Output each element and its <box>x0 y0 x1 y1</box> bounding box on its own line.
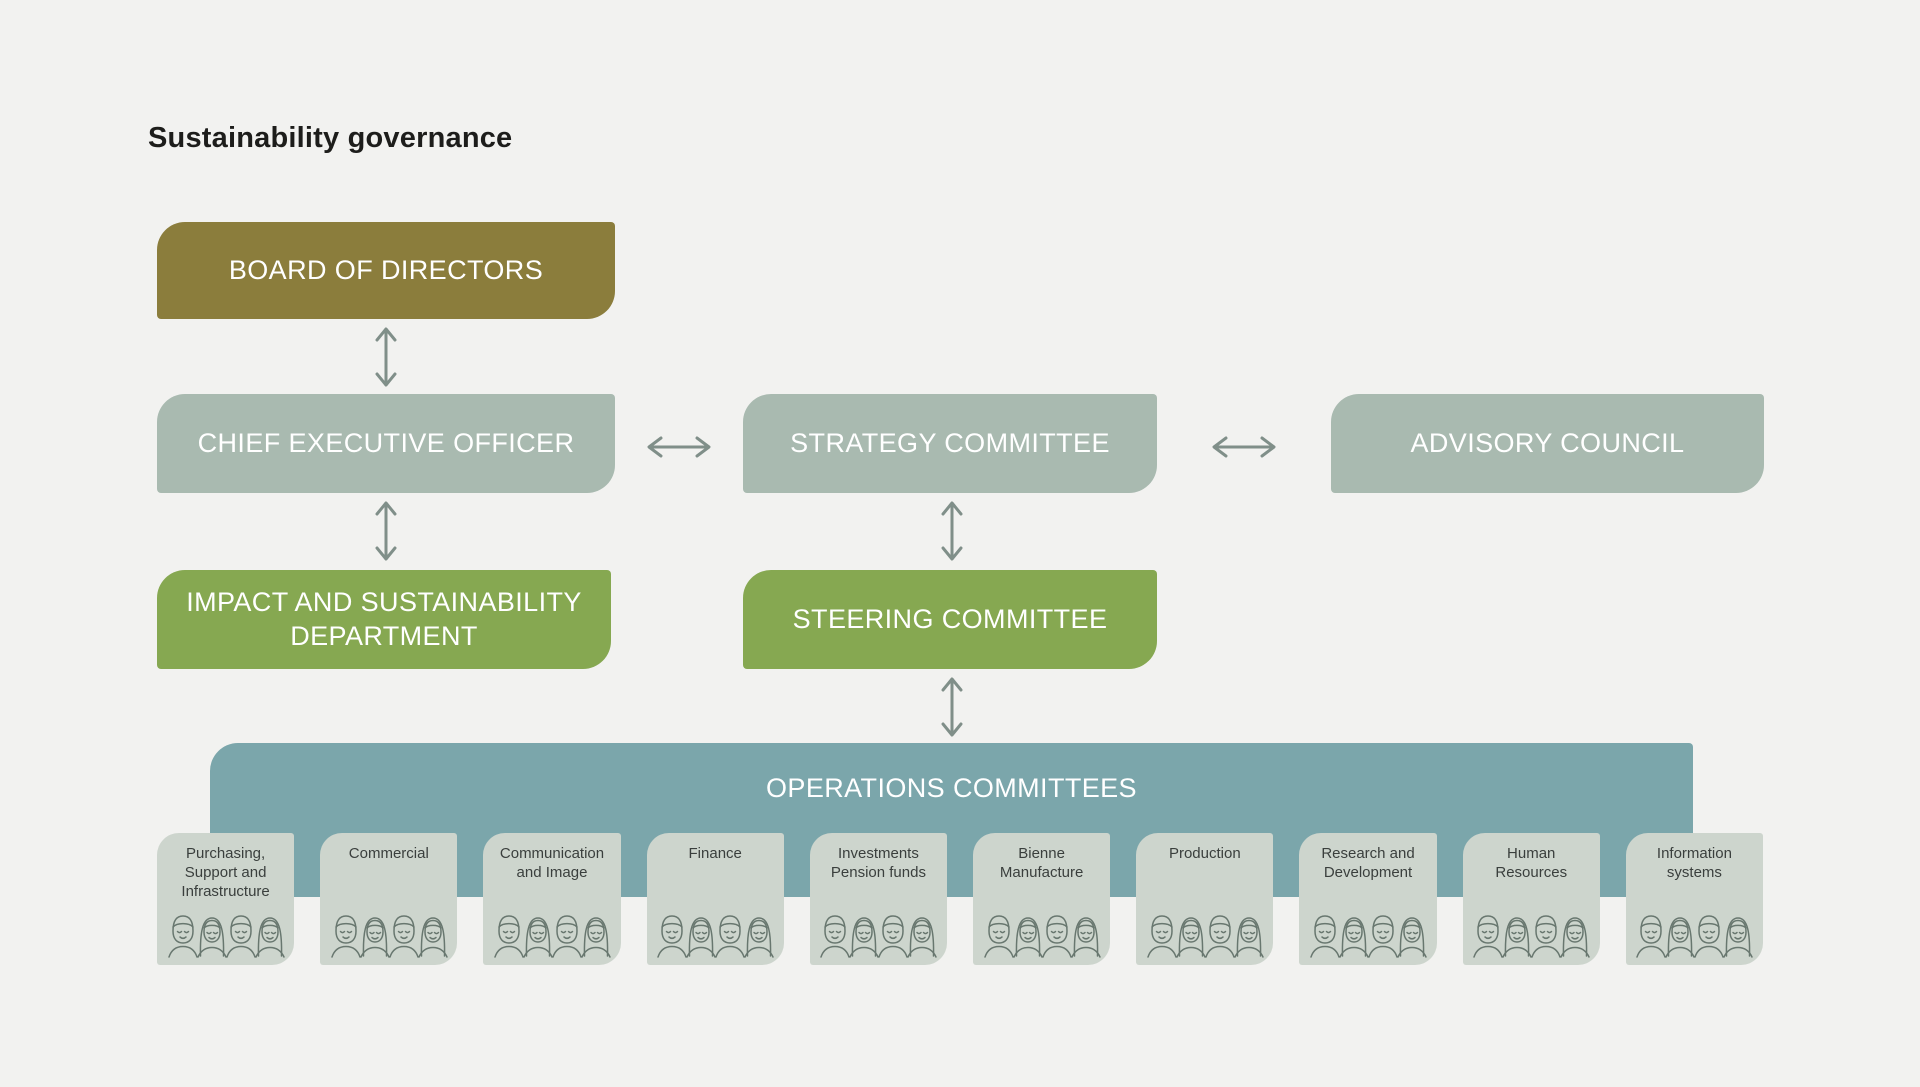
org-node-board-of-directors: BOARD OF DIRECTORS <box>157 222 615 319</box>
operations-committee-row: Purchasing, Support and Infrastructure C… <box>157 833 1764 965</box>
committee-card-production: Production <box>1136 833 1274 965</box>
double-arrow-vertical-icon <box>375 501 397 561</box>
committee-label: Research and Development <box>1321 845 1415 882</box>
double-arrow-vertical-icon <box>941 501 963 561</box>
team-members-icon <box>331 915 448 958</box>
org-node-strategy-committee: STRATEGY COMMITTEE <box>743 394 1157 493</box>
double-arrow-vertical-icon <box>941 677 963 737</box>
operations-committees-label: OPERATIONS COMMITTEES <box>766 773 1137 804</box>
team-members-icon <box>1473 915 1590 958</box>
committee-label: Information systems <box>1656 845 1732 882</box>
double-arrow-vertical-icon <box>375 327 397 387</box>
committee-card-purchasing-support-infrastructure: Purchasing, Support and Infrastructure <box>157 833 295 965</box>
committee-card-communication-and-image: Communication and Image <box>483 833 621 965</box>
committee-card-human-resources: Human Resources <box>1462 833 1600 965</box>
org-node-operations-committees: OPERATIONS COMMITTEES <box>210 743 1693 897</box>
team-members-icon <box>167 915 285 958</box>
team-members-icon <box>820 915 938 958</box>
org-node-steering-committee: STEERING COMMITTEE <box>743 570 1157 669</box>
double-arrow-horizontal-icon <box>647 436 711 458</box>
committee-label: Finance <box>688 845 742 862</box>
committee-card-bienne-manufacture: Bienne Manufacture <box>973 833 1111 965</box>
team-members-icon <box>657 915 774 958</box>
team-members-icon <box>983 915 1101 958</box>
committee-label: Bienne Manufacture <box>999 845 1084 882</box>
committee-card-investments-pension-funds: Investments Pension funds <box>809 833 948 965</box>
org-node-advisory-council: ADVISORY COUNCIL <box>1331 394 1764 493</box>
committee-label: Human Resources <box>1495 845 1568 882</box>
team-members-icon <box>494 915 611 958</box>
team-members-icon <box>1310 915 1427 958</box>
committee-label: Communication and Image <box>499 845 605 882</box>
org-node-chief-executive-officer: CHIEF EXECUTIVE OFFICER <box>157 394 615 493</box>
page-title: Sustainability governance <box>148 122 513 154</box>
org-node-impact-sustainability-department: IMPACT AND SUSTAINABILITY DEPARTMENT <box>157 570 611 669</box>
committee-card-finance: Finance <box>646 833 784 965</box>
committee-label: Production <box>1168 845 1241 862</box>
committee-card-information-systems: Information systems <box>1625 833 1764 965</box>
team-members-icon <box>1147 915 1264 958</box>
committee-label: Purchasing, Support and Infrastructure <box>181 845 270 901</box>
committee-card-research-and-development: Research and Development <box>1299 833 1437 965</box>
committee-card-commercial: Commercial <box>320 833 458 965</box>
team-members-icon <box>1636 915 1754 958</box>
committee-label: Commercial <box>348 845 429 862</box>
double-arrow-horizontal-icon <box>1212 436 1276 458</box>
committee-label: Investments Pension funds <box>830 845 926 882</box>
